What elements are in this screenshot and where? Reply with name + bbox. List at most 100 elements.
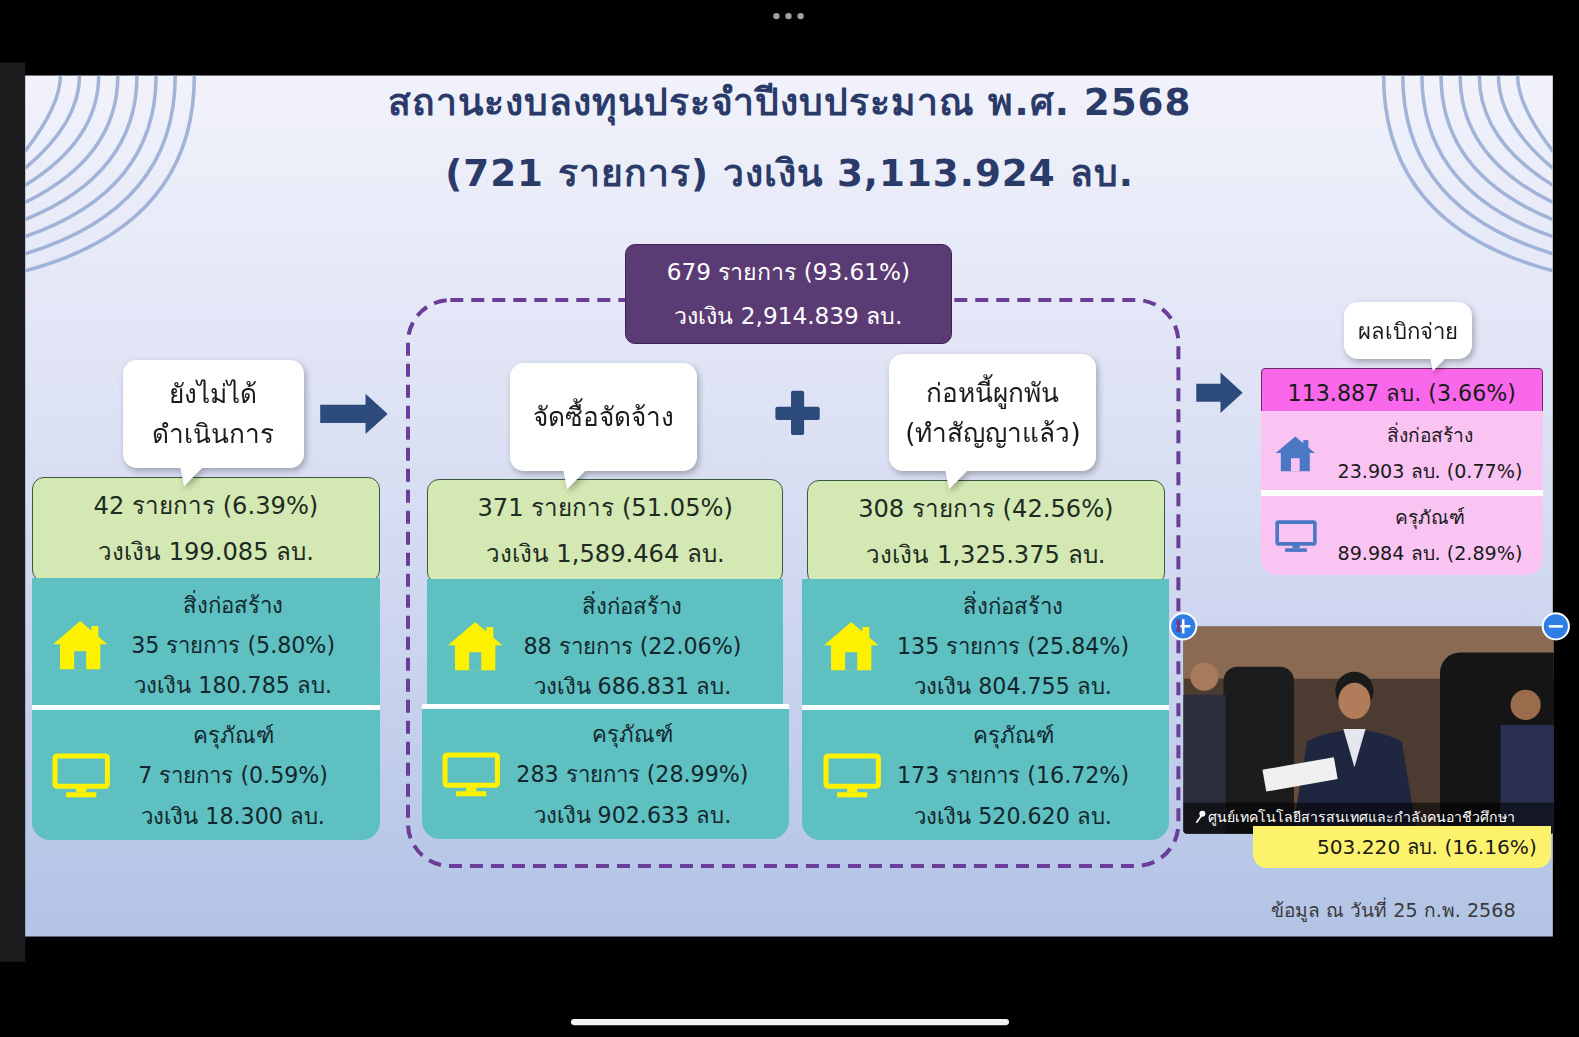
menu-dot: [797, 13, 803, 19]
house-door: [469, 652, 481, 670]
node-text: สิ่งก่อสร้าง: [963, 586, 1063, 626]
callout-bubble: ยังไม่ได้ ดำเนินการ: [123, 360, 304, 469]
text-stack: 42 รายการ (6.39%)วงเงิน 199.085 ลบ.: [33, 478, 378, 581]
text-stack: จัดซื้อจัดจ้าง: [510, 363, 697, 472]
node-text: วงเงิน 199.085 ลบ.: [98, 530, 314, 575]
zoom-button: [1543, 613, 1569, 639]
node-text: จัดซื้อจัดจ้าง: [533, 397, 674, 437]
node-text: ยังไม่ได้ ดำเนินการ: [150, 374, 276, 455]
text-stack: 113.887 ลบ. (3.66%): [1262, 369, 1542, 417]
dashed-border: [408, 300, 1178, 866]
node-text: วงเงิน 902.633 ลบ.: [534, 795, 732, 835]
group-header: 679 รายการ (93.61%)วงเงิน 2,914.839 ลบ.: [625, 244, 951, 345]
corner-stripe: [25, 76, 175, 254]
video-caption: ศูนย์เทคโนโลยีสารสนเทศและกำลังคนอาชีวศึก…: [1208, 807, 1515, 827]
flow-arrow: [1196, 373, 1242, 413]
corner-stripe: [25, 76, 194, 271]
text-stack: สิ่งก่อสร้าง35 รายการ (5.80%)วงเงิน 180.…: [32, 578, 379, 713]
house-door: [845, 652, 857, 670]
summary-box: 42 รายการ (6.39%)วงเงิน 199.085 ลบ.: [32, 477, 379, 582]
callout-bubble: ผลเบิกจ่าย: [1344, 302, 1472, 359]
text-stack: สิ่งก่อสร้าง135 รายการ (25.84%)วงเงิน 80…: [802, 579, 1169, 714]
slide-title: สถานะงบลงทุนประจำปีงบประมาณ พ.ศ. 2568 (7…: [386, 67, 1193, 208]
group-frame: 679 รายการ (93.61%)วงเงิน 2,914.839 ลบ.จ…: [406, 298, 1180, 868]
node-text: วงเงิน 2,914.839 ลบ.: [674, 294, 902, 338]
text-stack: สิ่งก่อสร้าง23.903 ลบ. (0.77%): [1261, 411, 1543, 496]
menu-dot: [785, 13, 791, 19]
node-text: ครุภัณฑ์: [193, 715, 274, 755]
data-date-note: ข้อมูล ณ วันที่ 25 ก.พ. 2568: [1271, 899, 1516, 923]
node-text: วงเงิน 1,325.375 ลบ.: [866, 533, 1105, 578]
node-text: สิ่งก่อสร้าง: [1387, 418, 1473, 453]
video-paper: [1262, 757, 1337, 791]
node-text: ครุภัณฑ์: [592, 714, 673, 754]
text-stack: 308 รายการ (42.56%)วงเงิน 1,325.375 ลบ.: [808, 481, 1164, 584]
monitor-screen: [1277, 522, 1315, 544]
house-chimney: [1303, 440, 1308, 449]
title-area: สถานะงบลงทุนประจำปีงบประมาณ พ.ศ. 2568 (7…: [0, 67, 1579, 208]
node-text: 35 รายการ (5.80%): [131, 625, 335, 665]
category-panel: ครุภัณฑ์7 รายการ (0.59%)วงเงิน 18.300 ลบ…: [32, 705, 379, 840]
monitor-screen: [826, 756, 878, 786]
result-box: 113.887 ลบ. (3.66%): [1261, 368, 1543, 418]
node-text: 89.984 ลบ. (2.89%): [1338, 536, 1523, 571]
node-text: ครุภัณฑ์: [1395, 500, 1465, 535]
corner-stripe: [1422, 76, 1553, 237]
text-stack: ครุภัณฑ์89.984 ลบ. (2.89%): [1261, 496, 1543, 575]
bubble-tail: [180, 466, 206, 488]
monitor-icon: [52, 753, 110, 797]
corner-stripe: [1384, 76, 1553, 271]
house-door: [1291, 458, 1300, 471]
spending-box: 503.220 ลบ. (16.16%): [1253, 826, 1551, 868]
category-panel: ครุภัณฑ์173 รายการ (16.72%)วงเงิน 520.62…: [802, 705, 1169, 840]
node-text: 135 รายการ (25.84%): [897, 626, 1129, 666]
node-text: 7 รายการ (0.59%): [138, 755, 328, 795]
node-text: วงเงิน 804.755 ลบ.: [914, 666, 1112, 706]
corner-stripe: [1403, 76, 1553, 254]
plus-sign: [791, 391, 804, 435]
corner-stripe: [1498, 76, 1552, 169]
house-icon: [52, 619, 108, 671]
monitor-screen: [55, 756, 107, 786]
side-strip: [0, 62, 25, 961]
zoom-button: [1549, 625, 1563, 628]
callout-bubble: จัดซื้อจัดจ้าง: [510, 363, 697, 472]
node-text: 283 รายการ (28.99%): [516, 754, 748, 794]
monitor-base: [66, 792, 96, 797]
node-text: 679 รายการ (93.61%): [667, 250, 910, 294]
node-text: วงเงิน 180.785 ลบ.: [134, 665, 332, 705]
text-stack: ยังไม่ได้ ดำเนินการ: [123, 360, 304, 469]
corner-stripe: [25, 76, 137, 220]
text-stack: สิ่งก่อสร้าง88 รายการ (22.06%)วงเงิน 686…: [427, 579, 783, 714]
video-overlay: [1183, 626, 1554, 833]
node-text: วงเงิน 18.300 ลบ.: [141, 796, 325, 836]
monitor-icon: [442, 752, 500, 796]
house-shape: [53, 621, 107, 669]
result-panel: สิ่งก่อสร้าง23.903 ลบ. (0.77%): [1261, 411, 1543, 496]
house-chimney: [92, 626, 99, 638]
video-person: [1343, 729, 1365, 767]
node-text: ก่อหนี้ผูกพัน (ทำสัญญาแล้ว): [903, 373, 1082, 454]
house-chimney: [486, 627, 493, 639]
video-person: [1511, 690, 1541, 720]
monitor-icon: [823, 753, 881, 797]
zoom-button: [1170, 613, 1196, 639]
pin-icon: [1196, 816, 1201, 823]
summary-box: 371 รายการ (51.05%)วงเงิน 1,589.464 ลบ.: [427, 479, 783, 584]
corner-stripe: [25, 76, 156, 237]
bubble-tail: [945, 469, 971, 491]
bubble-tail: [1430, 357, 1448, 373]
text-stack: ผลเบิกจ่าย: [1344, 302, 1472, 359]
house-shape: [1276, 436, 1315, 471]
corner-stripe: [25, 76, 118, 203]
node-text: 371 รายการ (51.05%): [477, 486, 732, 531]
node-text: สิ่งก่อสร้าง: [183, 585, 283, 625]
monitor-icon: [1275, 520, 1317, 552]
node-text: ครุภัณฑ์: [973, 715, 1054, 755]
category-panel: ครุภัณฑ์283 รายการ (28.99%)วงเงิน 902.63…: [422, 704, 789, 839]
node-text: วงเงิน 1,589.464 ลบ.: [486, 532, 725, 577]
monitor-base: [1285, 548, 1307, 552]
house-icon: [1275, 435, 1316, 473]
